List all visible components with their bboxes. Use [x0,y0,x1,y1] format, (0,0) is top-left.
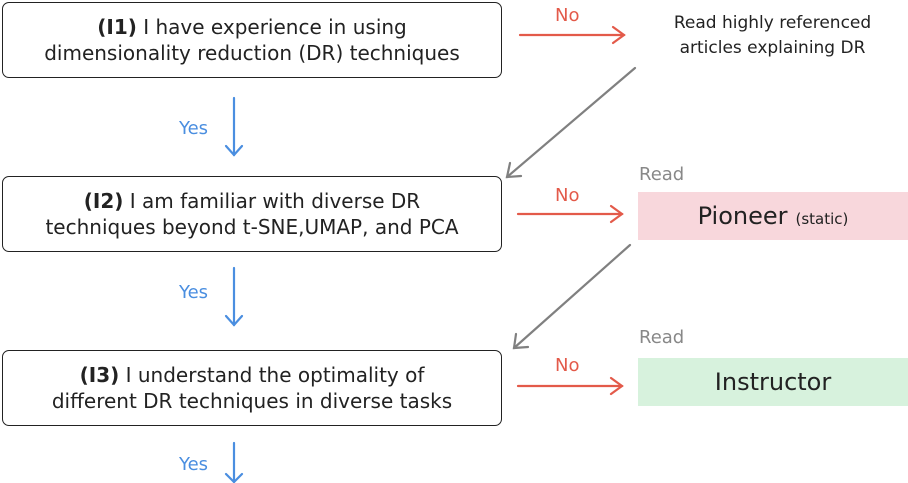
back-arrow-1 [505,66,637,179]
yes-arrow-2 [224,266,244,327]
note-line-2: articles explaining DR [679,37,866,58]
read-label-instructor: Read [639,327,685,348]
result-instructor: Instructor [638,358,908,406]
read-label-pioneer: Read [639,164,685,185]
question-id: (I3) [79,362,120,387]
note-line-1: Read highly referenced [673,13,872,33]
read-articles-note: Read highly referenced articles explaini… [645,11,900,60]
question-id: (I2) [83,188,124,213]
no-label-2: No [555,185,580,206]
question-text-line-1: I understand the optimality of [125,362,425,387]
no-label-1: No [555,5,580,26]
question-id: (I1) [97,14,137,39]
back-arrow-2 [512,243,632,350]
yes-label-1: Yes [179,118,209,139]
no-arrow-2 [516,204,624,224]
no-arrow-3 [516,376,624,396]
no-label-3: No [555,355,580,376]
no-arrow-1 [518,25,626,45]
question-text-line-2: dimensionality reduction (DR) techniques [44,41,460,65]
yes-label-3: Yes [179,454,209,475]
question-text-line-2: techniques beyond t-SNE,UMAP, and PCA [45,215,459,239]
question-box-i1: (I1) I have experience in using dimensio… [2,2,502,78]
result-pioneer: Pioneer (static) [638,192,908,240]
result-name: Pioneer [697,202,788,230]
question-text-line-1: I have experience in using [143,14,407,39]
yes-arrow-1 [224,96,244,157]
result-sub: (static) [795,210,849,228]
question-box-i2: (I2) I am familiar with diverse DR techn… [2,176,502,252]
question-text-line-2: different DR techniques in diverse tasks [51,389,453,413]
yes-arrow-3 [224,441,244,483]
result-name: Instructor [714,368,832,396]
question-box-i3: (I3) I understand the optimality of diff… [2,350,502,426]
yes-label-2: Yes [179,282,209,303]
question-text-line-1: I am familiar with diverse DR [129,188,421,213]
